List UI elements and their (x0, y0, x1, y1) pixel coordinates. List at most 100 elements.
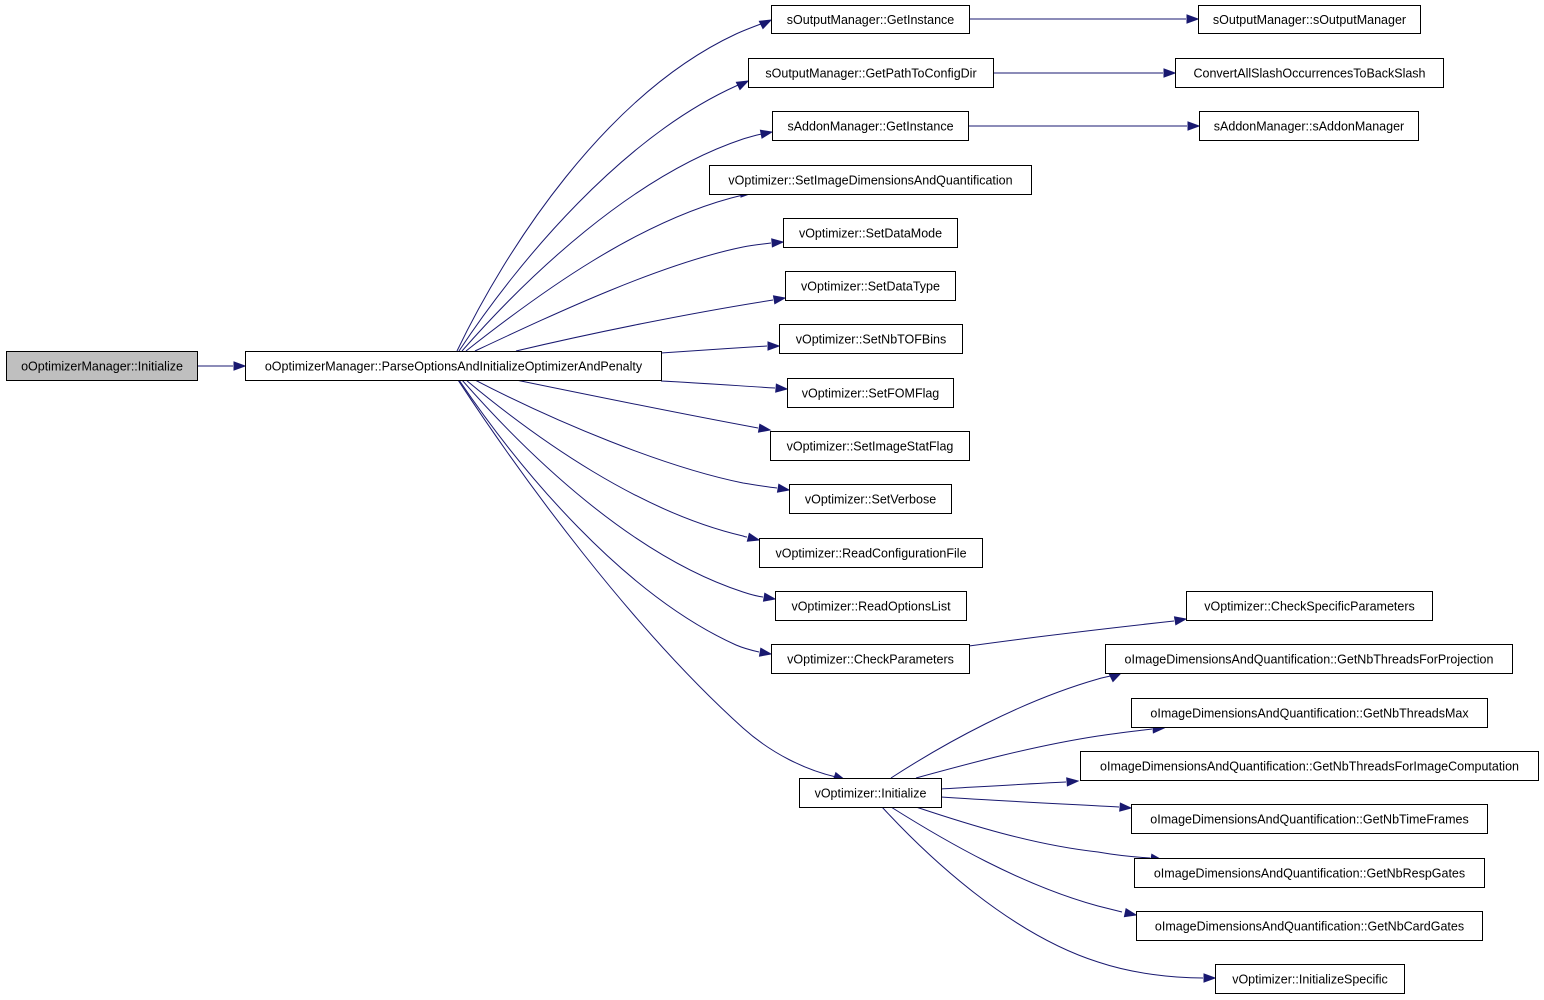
node-box[interactable] (245, 351, 662, 381)
node-box[interactable] (1136, 911, 1483, 941)
node-n13[interactable]: vOptimizer::ReadOptionsList (775, 591, 967, 621)
edge-line (515, 299, 774, 352)
node-box[interactable] (1175, 58, 1444, 88)
node-box[interactable] (759, 538, 983, 568)
node-n25[interactable]: oImageDimensionsAndQuantification::GetNb… (1136, 911, 1483, 941)
node-n6[interactable]: vOptimizer::SetDataMode (783, 218, 958, 248)
node-box[interactable] (748, 58, 994, 88)
node-box[interactable] (779, 324, 963, 354)
node-n2[interactable]: sOutputManager::GetInstance (771, 5, 970, 34)
edge-n1-n10 (515, 379, 772, 433)
node-label: oImageDimensionsAndQuantification::GetNb… (1125, 653, 1494, 667)
edge-n14-n19 (968, 616, 1188, 647)
edge-arrowhead (1173, 616, 1188, 626)
edge-n1-n8 (660, 341, 781, 354)
node-n10[interactable]: vOptimizer::SetImageStatFlag (770, 431, 970, 461)
edge-arrowhead (1186, 14, 1200, 24)
edge-arrowhead (1108, 672, 1123, 683)
node-n8[interactable]: vOptimizer::SetNbTOFBins (779, 324, 963, 354)
edge-arrowhead (1119, 802, 1133, 812)
edge-n2-n16 (969, 14, 1200, 24)
node-n1[interactable]: oOptimizerManager::ParseOptionsAndInitia… (245, 351, 662, 381)
node-box[interactable] (783, 218, 958, 248)
node-n18[interactable]: sAddonManager::sAddonManager (1199, 111, 1419, 141)
edge-line (465, 379, 748, 538)
node-n26[interactable]: vOptimizer::InitializeSpecific (1215, 964, 1405, 994)
node-n14[interactable]: vOptimizer::CheckParameters (771, 644, 970, 674)
edge-n1-n12 (465, 379, 761, 542)
edge-line (940, 781, 1067, 790)
node-box[interactable] (789, 484, 952, 514)
edge-arrowhead (746, 532, 761, 542)
edge-n1-n2 (456, 19, 773, 352)
node-n16[interactable]: sOutputManager::sOutputManager (1198, 5, 1421, 34)
node-box[interactable] (1215, 964, 1405, 994)
node-label: sOutputManager::GetInstance (787, 13, 955, 27)
node-box[interactable] (1186, 591, 1433, 621)
node-n15[interactable]: vOptimizer::Initialize (799, 778, 942, 808)
edge-n15-n23 (940, 796, 1133, 812)
node-label: vOptimizer::Initialize (815, 787, 927, 801)
edge-arrowhead (771, 238, 785, 248)
edge-n1-n4 (461, 129, 774, 352)
node-n5[interactable]: vOptimizer::SetImageDimensionsAndQuantif… (709, 165, 1032, 195)
node-label: sAddonManager::sAddonManager (1214, 120, 1404, 134)
node-box[interactable] (771, 5, 970, 34)
node-box[interactable] (775, 591, 967, 621)
node-box[interactable] (1198, 5, 1421, 34)
edge-line (458, 379, 760, 653)
node-n11[interactable]: vOptimizer::SetVerbose (789, 484, 952, 514)
edge-n1-n7 (515, 295, 787, 352)
node-label: sOutputManager::GetPathToConfigDir (765, 67, 976, 81)
node-n7[interactable]: vOptimizer::SetDataType (785, 271, 956, 301)
node-n12[interactable]: vOptimizer::ReadConfigurationFile (759, 538, 983, 568)
node-box[interactable] (1080, 751, 1539, 781)
edge-line (881, 806, 1204, 979)
edge-arrowhead (758, 19, 773, 30)
node-box[interactable] (1105, 644, 1513, 674)
node-label: oOptimizerManager::ParseOptionsAndInitia… (265, 360, 643, 374)
node-label: oImageDimensionsAndQuantification::GetNb… (1150, 813, 1468, 827)
edge-line (915, 806, 1151, 859)
edge-line (968, 620, 1175, 647)
node-n22[interactable]: oImageDimensionsAndQuantification::GetNb… (1080, 751, 1539, 781)
node-n21[interactable]: oImageDimensionsAndQuantification::GetNb… (1131, 698, 1488, 728)
node-n4[interactable]: sAddonManager::GetInstance (772, 111, 969, 141)
node-box[interactable] (709, 165, 1032, 195)
edge-n3-n17 (993, 68, 1177, 78)
node-label: vOptimizer::SetNbTOFBins (796, 333, 947, 347)
edge-n15-n22 (940, 777, 1080, 790)
node-n20[interactable]: oImageDimensionsAndQuantification::GetNb… (1105, 644, 1513, 674)
node-box[interactable] (787, 378, 954, 408)
edge-line (465, 192, 751, 352)
node-label: vOptimizer::SetVerbose (805, 493, 936, 507)
edge-n15-n26 (881, 806, 1217, 983)
edge-line (457, 379, 837, 778)
node-n3[interactable]: sOutputManager::GetPathToConfigDir (748, 58, 994, 88)
node-box[interactable] (770, 431, 970, 461)
edge-line (461, 379, 764, 598)
node-label: vOptimizer::SetDataMode (799, 227, 942, 241)
edge-arrowhead (1066, 777, 1080, 787)
edge-n1-n3 (458, 80, 750, 352)
node-n24[interactable]: oImageDimensionsAndQuantification::GetNb… (1134, 858, 1485, 888)
node-box[interactable] (1199, 111, 1419, 141)
edge-n1-n9 (660, 380, 789, 393)
edge-arrowhead (758, 647, 773, 657)
node-n0[interactable]: oOptimizerManager::Initialize (6, 351, 198, 381)
node-box[interactable] (1134, 858, 1485, 888)
node-box[interactable] (799, 778, 942, 808)
node-n23[interactable]: oImageDimensionsAndQuantification::GetNb… (1131, 804, 1488, 834)
node-box[interactable] (771, 644, 970, 674)
edge-n1-n14 (458, 379, 773, 657)
edge-line (474, 242, 772, 352)
node-box[interactable] (1131, 698, 1488, 728)
node-box[interactable] (785, 271, 956, 301)
node-n9[interactable]: vOptimizer::SetFOMFlag (787, 378, 954, 408)
node-box[interactable] (6, 351, 198, 381)
node-box[interactable] (1131, 804, 1488, 834)
edge-line (940, 796, 1120, 808)
node-n17[interactable]: ConvertAllSlashOccurrencesToBackSlash (1175, 58, 1444, 88)
node-n19[interactable]: vOptimizer::CheckSpecificParameters (1186, 591, 1433, 621)
node-box[interactable] (772, 111, 969, 141)
